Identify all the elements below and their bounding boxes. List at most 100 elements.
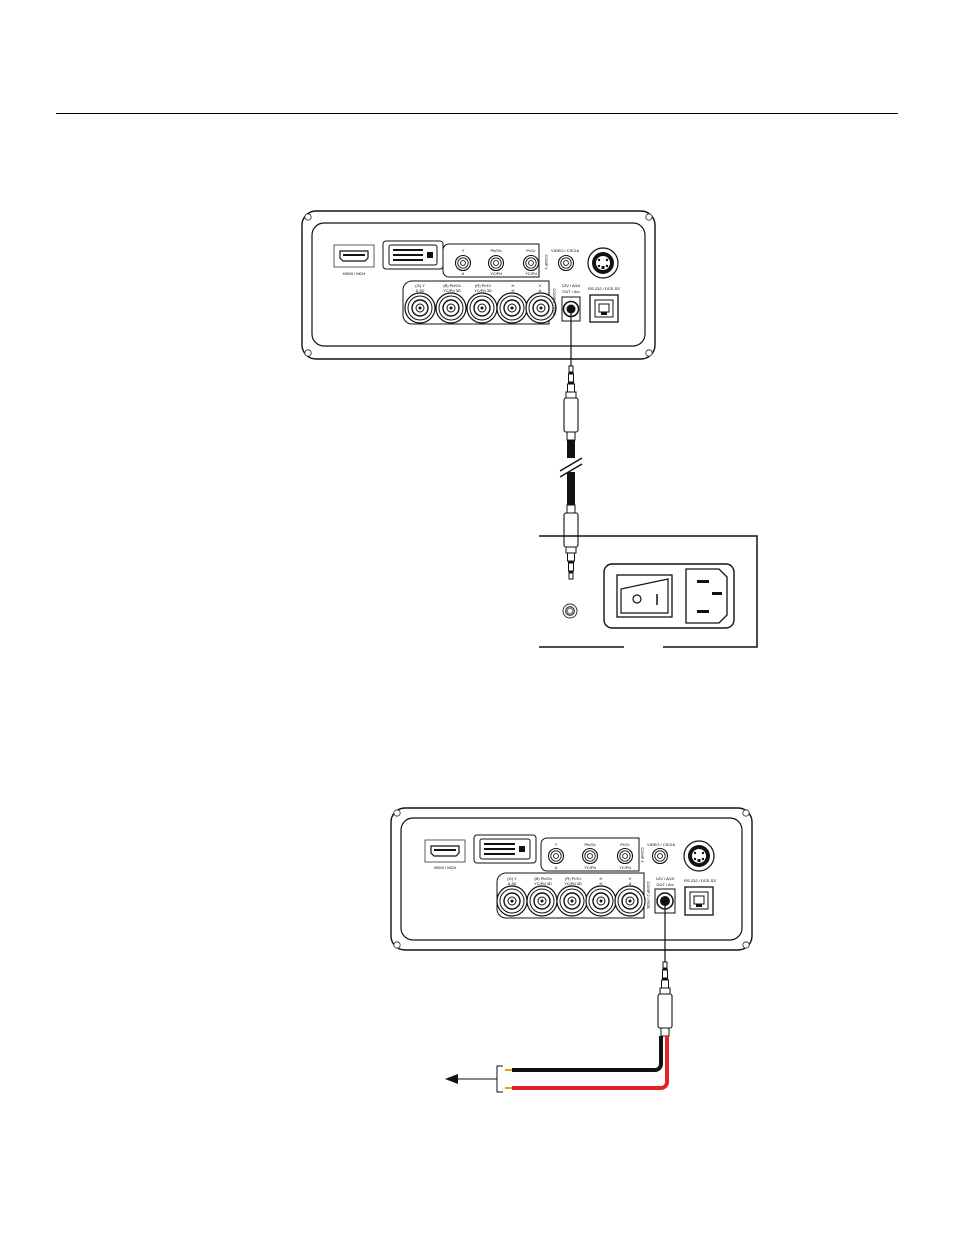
svg-text:COMP 1: COMP 1 [640,847,645,863]
projector-input-panel: HDMI / MCH Y Pb/Cb Pr/Cr A YC/Pd YC/Pd [301,210,656,360]
dvi-port[interactable] [473,834,537,864]
trigger-label: 12V / A/10 [562,283,581,288]
svg-text:Y: Y [555,842,558,847]
svg-text:A: A [539,288,542,293]
svg-text:(R) Pr/Cr: (R) Pr/Cr [565,876,582,881]
svg-text:H: H [512,288,515,293]
rs232-label: RS-232 / DCE-SS [588,286,620,291]
svg-text:H: H [600,876,603,881]
comp1-group: Y Pb/Cb Pr/Cr A YC/Pd YC/Pd COMP 1 [540,837,645,872]
bnc-h-jack[interactable] [496,292,528,324]
mount-hole [304,349,312,357]
mount-hole [742,941,750,949]
svg-text:Pr/Cr: Pr/Cr [526,248,536,253]
bracket [496,1065,503,1093]
hdmi-label: HDMI / MCH [343,271,366,276]
arrow-head-icon [445,1074,458,1084]
iec-power-inlet[interactable] [685,568,728,624]
mini-plug-bottom [563,504,579,580]
mini-plug [657,961,673,1037]
comp1-y-jack[interactable] [547,847,565,865]
svg-text:(G) Y: (G) Y [415,283,425,288]
svg-text:YC/Pd 3D: YC/Pd 3D [443,288,461,293]
hdmi-port[interactable] [333,244,375,268]
svg-text:YC/Pd 3D: YC/Pd 3D [564,881,582,886]
cable-body [567,440,575,515]
svg-text:Pb/Cb: Pb/Cb [490,248,502,253]
bnc-h-jack[interactable] [585,885,617,917]
video-jack[interactable] [557,254,575,272]
mount-hole [393,941,401,949]
comp2-rgb-group: (G) Y (B) Pb/Cb (R) Pr/Cr H V A 3D YC/Pd… [402,280,557,325]
video-label: VIDEO / CSCIA [551,248,579,253]
svg-text:A 3D: A 3D [508,881,517,886]
comp1-group: Y Pb/Cb Pr/Cr A YC/Pd YC/Pd COMP 1 [442,243,549,278]
svg-text:COMP 2 / RGB: COMP 2 / RGB [646,881,651,909]
svg-text:H: H [600,881,603,886]
mount-hole [645,213,653,221]
svg-text:Pb/Cb: Pb/Cb [584,842,596,847]
svg-text:V: V [629,876,632,881]
comp1-y-jack[interactable] [454,254,472,272]
svg-text:OUT / A/c: OUT / A/c [656,882,673,887]
svg-text:H: H [512,283,515,288]
svg-text:V: V [539,283,542,288]
s-video-port[interactable] [683,840,715,872]
svg-text:YC/Pd: YC/Pd [584,865,596,870]
rs232-port[interactable] [684,886,714,916]
red-wire [512,1036,669,1090]
trigger-cable-bare-leads [445,901,673,1093]
bnc-b-pb-jack[interactable] [526,885,558,917]
bnc-r-pr-jack[interactable] [466,292,498,324]
break-mark [559,457,583,472]
svg-text:(B) Pb/Cb: (B) Pb/Cb [534,876,552,881]
comp1-pr-jack[interactable] [522,254,540,272]
svg-text:A: A [629,881,632,886]
svg-text:12V / A/10: 12V / A/10 [656,876,675,881]
comp1-pb-jack[interactable] [487,254,505,272]
svg-text:COMP 1: COMP 1 [544,254,549,270]
hdmi-port[interactable] [424,839,466,863]
mini-plug-top [563,365,579,441]
bnc-v-jack[interactable] [614,885,646,917]
controller-trigger-jack[interactable] [562,603,578,619]
header-rule [56,113,898,114]
trigger-cable [555,309,587,580]
svg-text:YC/Pd 3D: YC/Pd 3D [474,288,492,293]
svg-text:HDMI / MCH: HDMI / MCH [434,865,457,870]
svg-text:COMP 2 / RGB: COMP 2 / RGB [552,288,557,316]
svg-text:YC/Pd: YC/Pd [525,271,537,276]
svg-text:RS-232 / DCE-SS: RS-232 / DCE-SS [684,878,716,883]
rs232-port[interactable] [589,294,619,323]
bnc-g-y-jack[interactable] [496,885,528,917]
svg-text:YC/Pd: YC/Pd [619,865,631,870]
mount-hole [393,809,401,817]
trigger-label-2: OUT / A/c [562,289,579,294]
comp1-pr-jack[interactable] [616,847,634,865]
s-video-port[interactable] [587,247,619,279]
bnc-v-jack[interactable] [525,292,557,324]
bnc-r-pr-jack[interactable] [556,885,588,917]
bnc-b-pb-jack[interactable] [435,292,467,324]
svg-text:YC/Pd 3D: YC/Pd 3D [534,881,552,886]
video-jack[interactable] [651,847,669,865]
svg-text:(B) Pb/Cb: (B) Pb/Cb [443,283,461,288]
bnc-g-y-jack[interactable] [404,292,436,324]
screen-controller [539,535,758,648]
mount-hole [742,809,750,817]
mount-hole [304,213,312,221]
dvi-port[interactable] [382,240,444,270]
svg-text:(G) Y: (G) Y [507,876,517,881]
svg-text:YC/Pd: YC/Pd [490,271,502,276]
svg-text:(R) Pr/Cr: (R) Pr/Cr [475,283,492,288]
power-switch[interactable] [616,574,673,618]
mount-hole [645,349,653,357]
comp2-rgb-group: (G) Y (B) Pb/Cb (R) Pr/Cr H V A 3D YC/Pd… [496,872,651,919]
svg-text:A 3D: A 3D [416,288,425,293]
svg-text:Pr/Cr: Pr/Cr [620,842,630,847]
projector-input-panel-b: HDMI / MCH Y Pb/Cb Pr/Cr A YC/Pd YC/Pd C… [390,807,753,951]
black-wire [512,1036,663,1072]
comp1-pb-jack[interactable] [581,847,599,865]
svg-text:A: A [555,865,558,870]
